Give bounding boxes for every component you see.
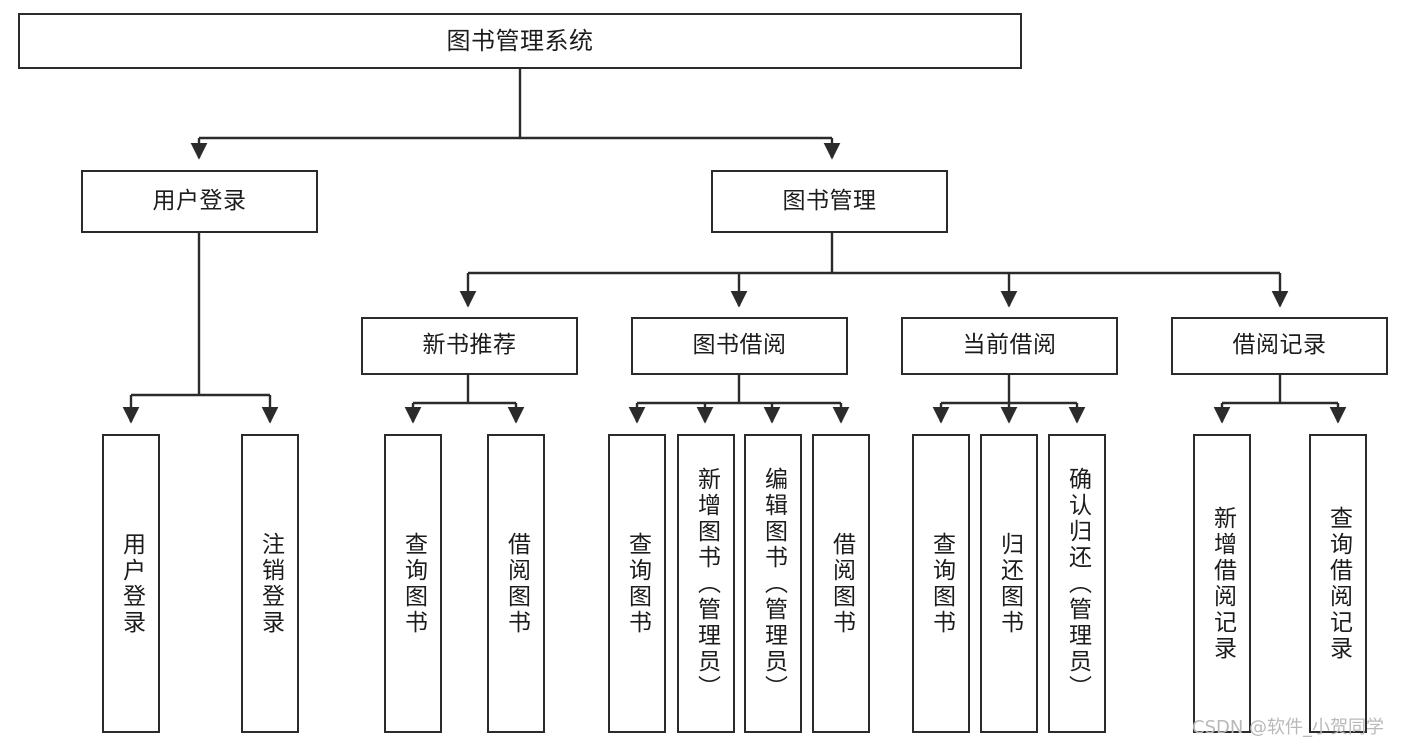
leaf-return-book[interactable]: 归还图书 bbox=[980, 434, 1038, 733]
node-borrow-record[interactable]: 借阅记录 bbox=[1171, 317, 1388, 375]
node-book-borrow[interactable]: 图书借阅 bbox=[631, 317, 848, 375]
leaf-add-book-admin[interactable]: 新增图书（管理员） bbox=[677, 434, 735, 733]
node-label: 归还图书 bbox=[996, 531, 1023, 636]
leaf-query-borrow-record[interactable]: 查询借阅记录 bbox=[1309, 434, 1367, 733]
node-label: 图书借阅 bbox=[692, 332, 787, 359]
node-label: 用户登录 bbox=[118, 531, 145, 636]
node-label: 图书管理系统 bbox=[446, 26, 594, 55]
leaf-confirm-return-admin[interactable]: 确认归还（管理员） bbox=[1048, 434, 1106, 733]
node-label: 图书管理 bbox=[782, 187, 877, 214]
node-label: 借阅记录 bbox=[1232, 332, 1327, 359]
node-label: 确认归还（管理员） bbox=[1064, 466, 1091, 701]
node-label: 编辑图书（管理员） bbox=[760, 466, 787, 701]
leaf-query-book-borrow[interactable]: 查询图书 bbox=[608, 434, 666, 733]
node-label: 借阅图书 bbox=[828, 531, 855, 636]
leaf-query-book-current[interactable]: 查询图书 bbox=[912, 434, 970, 733]
leaf-query-book-recommend[interactable]: 查询图书 bbox=[384, 434, 442, 733]
leaf-edit-book-admin[interactable]: 编辑图书（管理员） bbox=[744, 434, 802, 733]
node-book-management-system[interactable]: 图书管理系统 bbox=[18, 13, 1022, 69]
node-label: 查询图书 bbox=[624, 531, 651, 636]
node-label: 用户登录 bbox=[152, 187, 247, 214]
node-label: 新增借阅记录 bbox=[1209, 505, 1236, 662]
leaf-logout-login[interactable]: 注销登录 bbox=[241, 434, 299, 733]
node-label: 新增图书（管理员） bbox=[693, 466, 720, 701]
leaf-add-borrow-record[interactable]: 新增借阅记录 bbox=[1193, 434, 1251, 733]
node-book-management[interactable]: 图书管理 bbox=[711, 170, 948, 233]
watermark: CSDN @软件_小贺同学 bbox=[1192, 717, 1385, 738]
node-current-borrow[interactable]: 当前借阅 bbox=[901, 317, 1118, 375]
node-user-login[interactable]: 用户登录 bbox=[81, 170, 318, 233]
node-label: 新书推荐 bbox=[422, 332, 517, 359]
leaf-borrow-book-recommend[interactable]: 借阅图书 bbox=[487, 434, 545, 733]
leaf-user-login[interactable]: 用户登录 bbox=[102, 434, 160, 733]
node-new-book-recommend[interactable]: 新书推荐 bbox=[361, 317, 578, 375]
node-label: 查询图书 bbox=[928, 531, 955, 636]
node-label: 查询图书 bbox=[400, 531, 427, 636]
node-label: 注销登录 bbox=[257, 531, 284, 636]
node-label: 当前借阅 bbox=[962, 332, 1057, 359]
leaf-borrow-book[interactable]: 借阅图书 bbox=[812, 434, 870, 733]
node-label: 借阅图书 bbox=[503, 531, 530, 636]
node-label: 查询借阅记录 bbox=[1325, 505, 1352, 662]
